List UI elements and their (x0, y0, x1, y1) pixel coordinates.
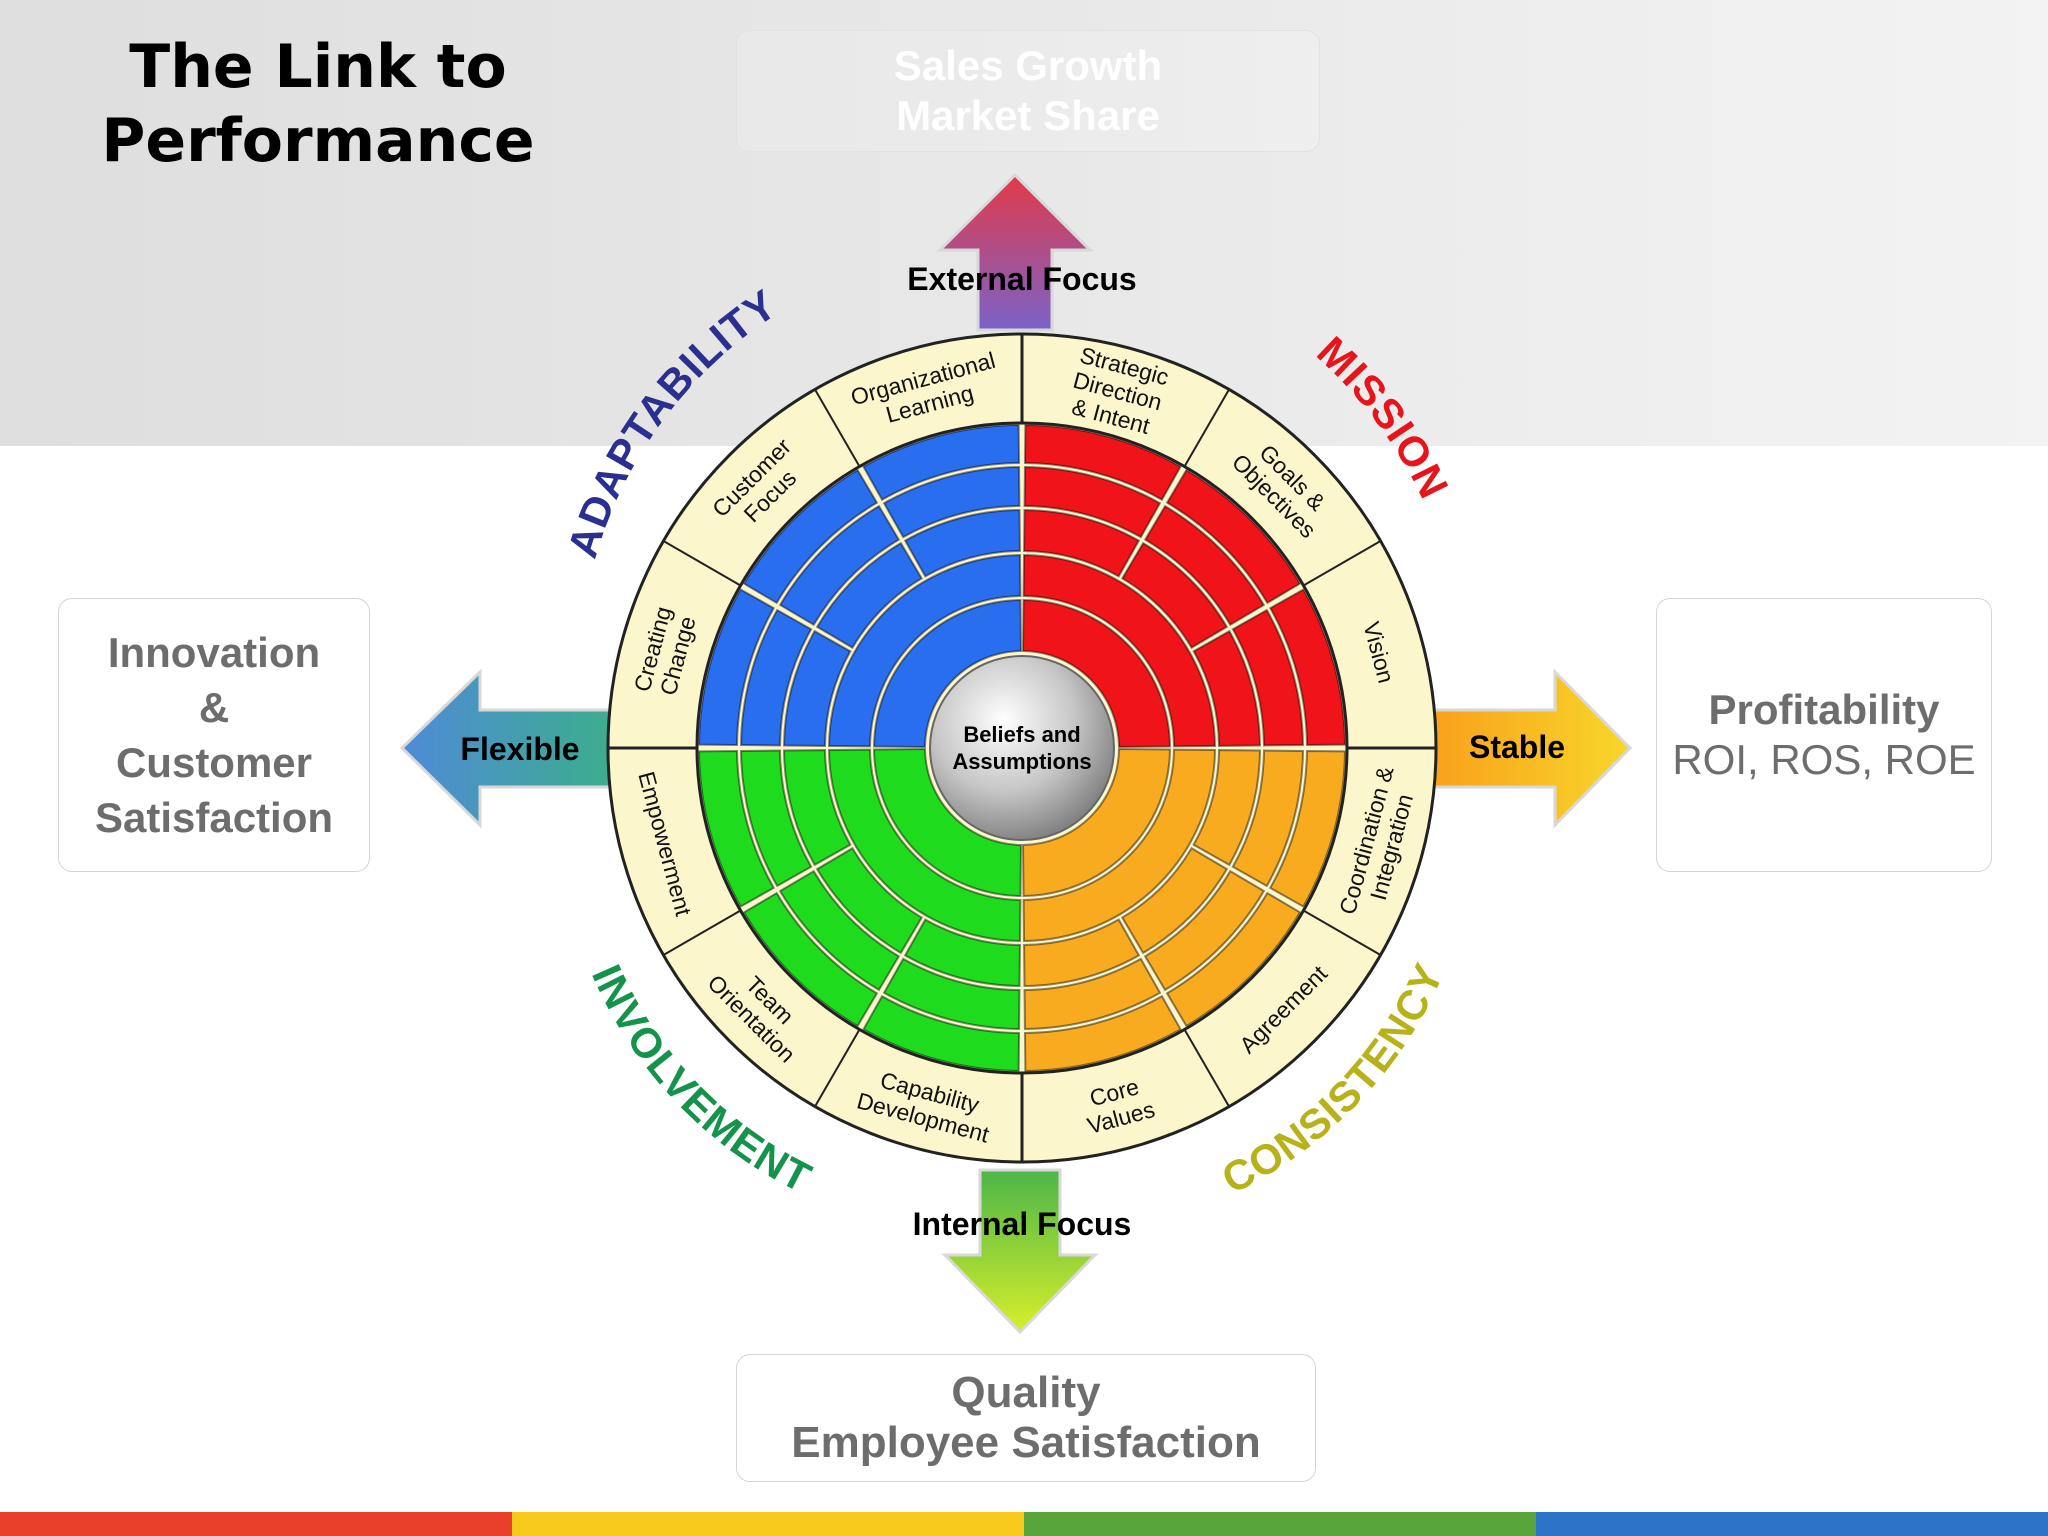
ring-adaptability-band4-seg2 (778, 504, 901, 627)
ring-involvement-band5-seg3 (698, 749, 776, 908)
ring-adaptability-band4-seg1 (740, 608, 813, 747)
ring-mission-band4-seg1 (1023, 466, 1162, 539)
ring-consistency-band1-seg1 (1022, 748, 1172, 898)
outcome-box-profitability: Profitability ROI, ROS, ROE (1656, 598, 1992, 872)
bottom-bar-segment-4 (1536, 1512, 2048, 1536)
wheel-divider-9 (662, 909, 742, 956)
ring-adaptability-band5-seg3 (862, 424, 1021, 502)
ring-adaptability-band3-seg1 (783, 629, 852, 747)
ring-mission-band3-seg2 (1120, 541, 1229, 650)
outcome-top-line-1: Sales Growth (893, 42, 1163, 89)
center-label-line1: Beliefs and (963, 722, 1080, 747)
outcome-top-line-2: Market Share (896, 92, 1160, 139)
outcome-bottom-line-2: Employee Satisfaction (791, 1418, 1261, 1467)
ring-adaptability-band4-seg3 (882, 466, 1021, 539)
outcome-left-line-3: Customer (115, 739, 313, 786)
ring-mission-band4-seg2 (1143, 504, 1266, 627)
outcome-right-line-1: Profitability (1708, 686, 1940, 733)
ring-adaptability-band3-seg3 (903, 509, 1021, 578)
wheel-divider-11 (662, 540, 742, 587)
ring-consistency-band4-seg2 (1143, 869, 1266, 992)
ring-mission-band1-seg1 (1022, 598, 1172, 748)
outcome-box-quality: Quality Employee Satisfaction (736, 1354, 1316, 1482)
outcome-left-line-1: Innovation (107, 629, 321, 676)
ring-consistency-band4-seg3 (1023, 957, 1162, 1030)
ring-adaptability-band2-seg1 (827, 553, 1022, 748)
outcome-box-sales-growth: Sales Growth Market Share (736, 30, 1320, 152)
ring-involvement-band4-seg3 (740, 749, 813, 888)
ring-consistency-band3-seg1 (1192, 749, 1262, 867)
ring-mission-band3-seg1 (1023, 509, 1141, 578)
wheel-divider-6 (1183, 1028, 1230, 1108)
ring-mission-band5-seg2 (1165, 468, 1302, 605)
ring-adaptability-band5-seg2 (742, 468, 879, 605)
ring-involvement-band4-seg1 (882, 957, 1021, 1030)
ring-involvement-band5-seg1 (862, 994, 1021, 1072)
ring-mission-band4-seg3 (1231, 608, 1304, 747)
ring-involvement-band1-seg1 (872, 748, 1022, 898)
outcome-left-line-4: Satisfaction (94, 794, 334, 841)
arrows-layer (399, 172, 1633, 1335)
wheel-divider-8 (814, 1028, 861, 1108)
label-stable: Stable (1469, 729, 1565, 765)
ring-involvement-band4-seg2 (778, 869, 901, 992)
outcome-right-line-2: ROI, ROS, ROE (1672, 736, 1976, 783)
bottom-bar-segment-2 (512, 1512, 1024, 1536)
label-flexible: Flexible (460, 731, 579, 767)
outcome-bottom-line-1: Quality (951, 1368, 1101, 1417)
title-line-1: The Link to (129, 32, 507, 102)
wheel-divider-2 (1183, 388, 1230, 468)
outcome-box-innovation: Innovation & Customer Satisfaction (58, 598, 370, 872)
center-label-line2: Assumptions (952, 749, 1091, 774)
ring-consistency-band4-seg1 (1231, 749, 1304, 888)
label-internal-focus: Internal Focus (913, 1206, 1132, 1242)
ring-consistency-band3-seg3 (1023, 918, 1141, 987)
arrow-internal-focus (941, 1168, 1099, 1335)
arrow-flexible (399, 668, 617, 829)
label-external-focus: External Focus (907, 261, 1136, 297)
outcome-left-line-2: & (198, 684, 230, 731)
ring-consistency-band5-seg1 (1268, 749, 1346, 908)
ring-involvement-band2-seg1 (827, 748, 1022, 943)
ring-adaptability-band3-seg2 (815, 541, 924, 650)
bottom-color-bar (0, 1512, 2048, 1536)
arrow-external-focus (936, 172, 1094, 332)
ring-involvement-band3-seg2 (815, 846, 924, 955)
bottom-bar-segment-1 (0, 1512, 512, 1536)
center-circle (929, 655, 1115, 841)
wheel-divider-3 (1302, 540, 1382, 587)
ring-adaptability-band5-seg1 (698, 588, 776, 747)
title-line-2: Performance (101, 106, 535, 176)
ring-consistency-band3-seg2 (1120, 846, 1229, 955)
arrow-stable (1428, 668, 1633, 829)
bottom-bar-segment-3 (1024, 1512, 1536, 1536)
ring-consistency-band5-seg3 (1023, 994, 1182, 1072)
ring-consistency-band2-seg1 (1022, 748, 1217, 943)
ring-involvement-band5-seg2 (742, 891, 879, 1028)
wheel-divider-12 (814, 388, 861, 468)
page-title: The Link to Performance (58, 30, 578, 178)
ring-mission-band5-seg1 (1023, 424, 1182, 502)
wheel-divider-5 (1302, 909, 1382, 956)
ring-involvement-band3-seg3 (783, 749, 852, 867)
ring-mission-band3-seg3 (1192, 629, 1262, 747)
ring-consistency-band5-seg2 (1165, 891, 1302, 1028)
ring-mission-band5-seg3 (1268, 588, 1346, 747)
ring-involvement-band3-seg1 (903, 918, 1021, 987)
ring-mission-band2-seg1 (1022, 553, 1217, 748)
ring-adaptability-band1-seg1 (872, 598, 1022, 748)
